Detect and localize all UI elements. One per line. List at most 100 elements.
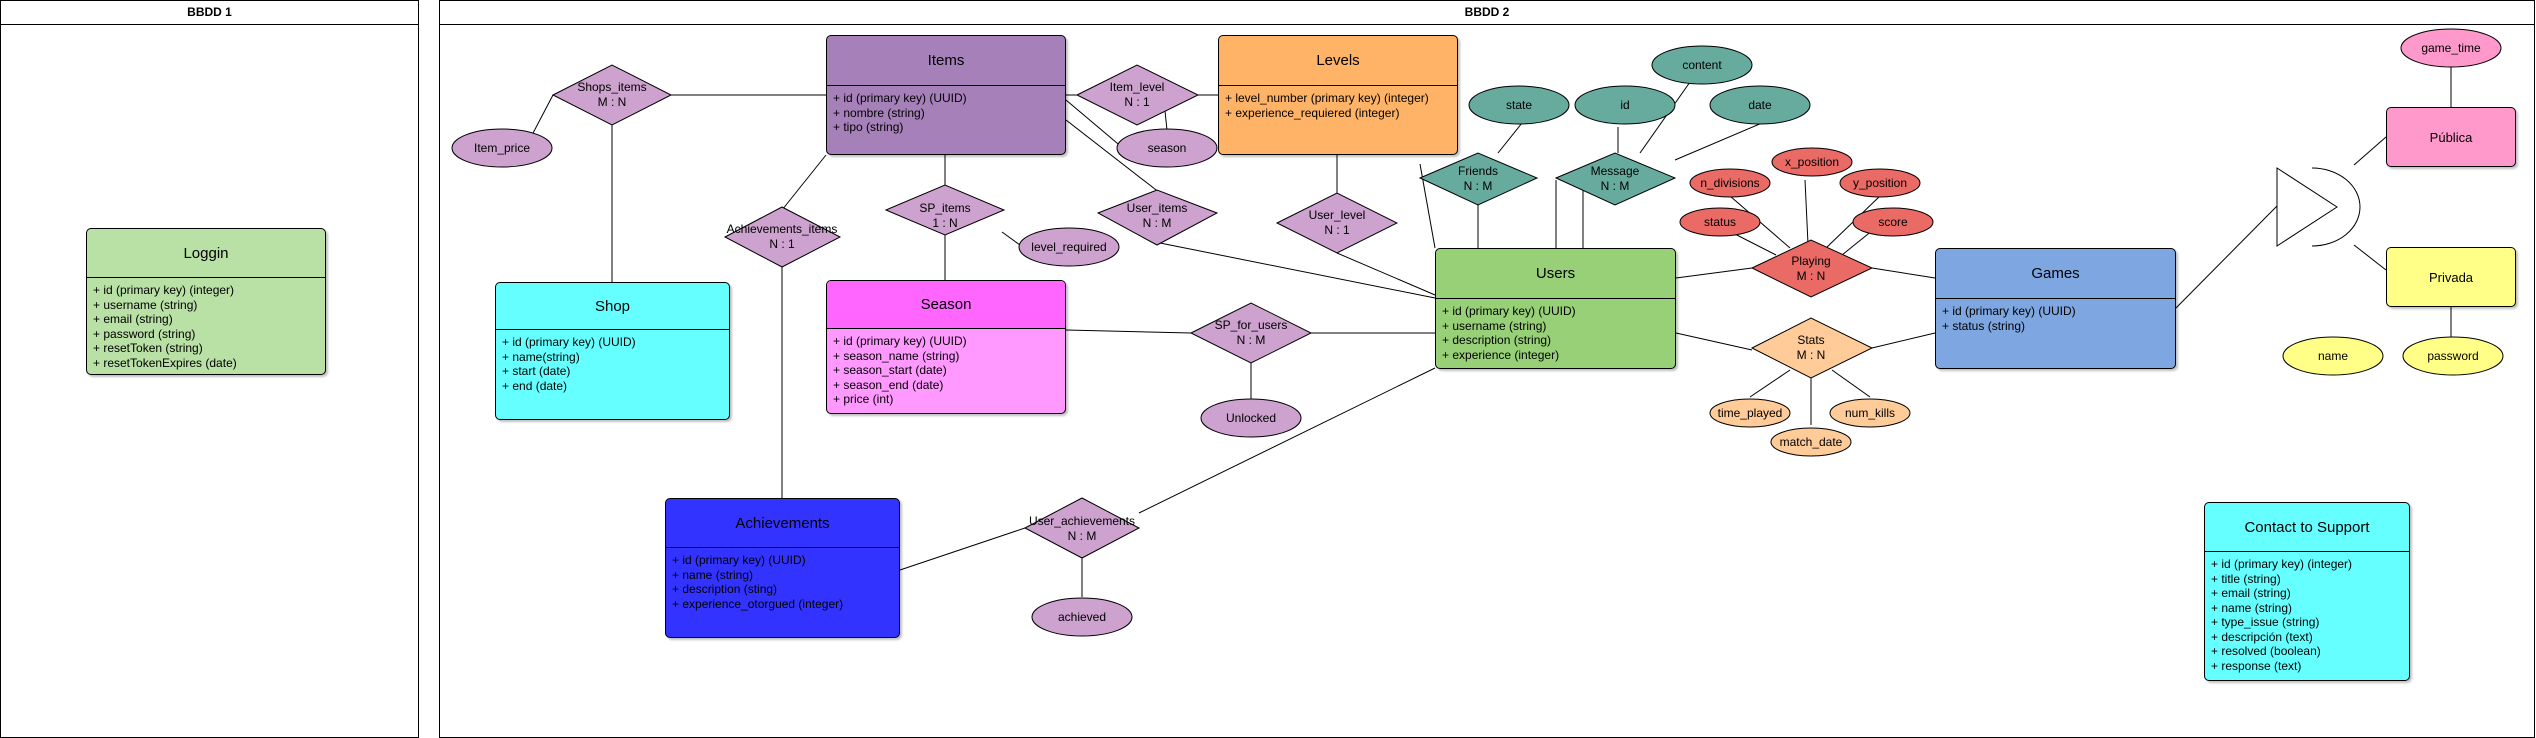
attribute-y-position[interactable]: y_position	[1839, 168, 1921, 198]
svg-text:Achievements_items: Achievements_items	[727, 222, 838, 236]
entity-loggin[interactable]: Loggin + id (primary key) (integer) + us…	[86, 228, 326, 375]
attribute-unlocked[interactable]: Unlocked	[1200, 398, 1302, 438]
attribute-season[interactable]: season	[1116, 128, 1218, 168]
svg-text:N : 1: N : 1	[1324, 223, 1350, 237]
svg-text:level_required: level_required	[1031, 240, 1106, 254]
svg-text:N : 1: N : 1	[769, 237, 795, 251]
entity-title: Contact to Support	[2205, 503, 2409, 552]
entity-fields: + id (primary key) (integer) + username …	[87, 278, 325, 374]
svg-text:User_items: User_items	[1127, 201, 1188, 215]
field: + name(string)	[502, 349, 580, 364]
field: + resetTokenExpires (date)	[93, 355, 237, 370]
svg-text:Friends: Friends	[1458, 164, 1498, 178]
field: + id (primary key) (UUID)	[1942, 304, 2076, 318]
entity-achievements[interactable]: Achievements + id (primary key) (UUID) +…	[665, 498, 900, 638]
relationship-sp-for-users[interactable]: SP_for_users N : M	[1189, 302, 1313, 364]
entity-title: Shop	[496, 283, 729, 330]
entity-fields: + id (primary key) (UUID) + status (stri…	[1936, 299, 2175, 338]
field: + status (string)	[1942, 318, 2026, 333]
entity-title: Loggin	[87, 229, 325, 278]
entity-users[interactable]: Users + id (primary key) (UUID) + userna…	[1435, 248, 1676, 369]
entity-title: Privada	[2428, 269, 2474, 285]
relationship-user-level[interactable]: User_level N : 1	[1275, 192, 1399, 254]
attribute-message-id[interactable]: id	[1574, 85, 1676, 125]
svg-text:password: password	[2427, 349, 2478, 363]
attribute-name[interactable]: name	[2282, 336, 2384, 376]
svg-text:M : N: M : N	[1797, 348, 1826, 362]
entity-title: Users	[1436, 249, 1675, 299]
relationship-achievements-items[interactable]: Achievements_items N : 1	[723, 206, 842, 268]
svg-text:Stats: Stats	[1797, 333, 1824, 347]
field: + season_start (date)	[833, 363, 947, 377]
relationship-message[interactable]: Message N : M	[1554, 152, 1677, 206]
field: + email (string)	[93, 312, 173, 326]
svg-text:N : M: N : M	[1464, 179, 1493, 193]
relationship-item-level[interactable]: Item_level N : 1	[1075, 64, 1200, 126]
field: + name (string)	[2211, 600, 2293, 615]
attribute-level-required[interactable]: level_required	[1018, 227, 1120, 267]
svg-text:num_kills: num_kills	[1845, 406, 1895, 420]
field: + id (primary key) (integer)	[93, 283, 235, 297]
svg-text:Shops_items: Shops_items	[577, 80, 646, 94]
attribute-state[interactable]: state	[1468, 85, 1570, 125]
field: + price (int)	[833, 392, 894, 406]
svg-text:M : N: M : N	[598, 95, 627, 109]
relationship-friends[interactable]: Friends N : M	[1418, 152, 1539, 206]
attribute-game-time[interactable]: game_time	[2400, 28, 2502, 68]
entity-games[interactable]: Games + id (primary key) (UUID) + status…	[1935, 248, 2176, 369]
attribute-x-position[interactable]: x_position	[1771, 147, 1853, 177]
relationship-user-achievements[interactable]: User_achievements N : M	[1023, 497, 1141, 559]
svg-text:season: season	[1148, 141, 1187, 155]
pool-title: BBDD 1	[1, 1, 418, 25]
relationship-sp-items[interactable]: SP_items 1 : N	[884, 184, 1006, 236]
attribute-score[interactable]: score	[1852, 207, 1934, 237]
field: + username (string)	[1442, 318, 1547, 333]
field: + resolved (boolean)	[2211, 644, 2321, 658]
attribute-date[interactable]: date	[1709, 85, 1811, 125]
field: + title (string)	[2211, 571, 2281, 586]
svg-text:Message: Message	[1591, 164, 1640, 178]
attribute-password[interactable]: password	[2402, 336, 2504, 376]
svg-text:N : M: N : M	[1601, 179, 1630, 193]
field: + name (string)	[672, 567, 754, 582]
entity-privada[interactable]: Privada	[2386, 247, 2516, 307]
attribute-time-played[interactable]: time_played	[1709, 398, 1791, 428]
field: + id (primary key) (UUID)	[672, 553, 806, 567]
attribute-content[interactable]: content	[1651, 45, 1753, 85]
attribute-status[interactable]: status	[1679, 207, 1761, 237]
svg-text:status: status	[1704, 215, 1736, 229]
relationship-user-items[interactable]: User_items N : M	[1096, 189, 1219, 246]
svg-text:match_date: match_date	[1780, 435, 1843, 449]
svg-text:M : N: M : N	[1797, 269, 1826, 283]
svg-text:Playing: Playing	[1791, 254, 1830, 268]
svg-text:state: state	[1506, 98, 1532, 112]
entity-contact-to-support[interactable]: Contact to Support + id (primary key) (i…	[2204, 502, 2410, 681]
entity-season[interactable]: Season + id (primary key) (UUID) + seaso…	[826, 280, 1066, 414]
entity-publica[interactable]: Pública	[2386, 107, 2516, 167]
entity-title: Games	[1936, 249, 2175, 299]
attribute-match-date[interactable]: match_date	[1770, 427, 1852, 457]
field: + password (string)	[93, 326, 196, 341]
entity-levels[interactable]: Levels + level_number (primary key) (int…	[1218, 35, 1458, 155]
pool-title: BBDD 2	[440, 1, 2534, 25]
svg-text:SP_items: SP_items	[919, 201, 970, 215]
svg-text:game_time: game_time	[2421, 41, 2481, 55]
attribute-num-kills[interactable]: num_kills	[1829, 398, 1911, 428]
field: + username (string)	[93, 297, 198, 312]
entity-shop[interactable]: Shop + id (primary key) (UUID) + name(st…	[495, 282, 730, 420]
svg-text:y_position: y_position	[1853, 176, 1907, 190]
svg-text:Item_level: Item_level	[1110, 80, 1165, 94]
relationship-shops-items[interactable]: Shops_items M : N	[551, 64, 673, 126]
svg-text:N : M: N : M	[1068, 529, 1097, 543]
field: + id (primary key) (integer)	[2211, 557, 2353, 571]
field: + description (sting)	[672, 582, 778, 596]
entity-items[interactable]: Items + id (primary key) (UUID) + nombre…	[826, 35, 1066, 155]
relationship-stats[interactable]: Stats M : N	[1750, 317, 1874, 379]
attribute-achieved[interactable]: achieved	[1031, 597, 1133, 637]
svg-text:N : M: N : M	[1143, 216, 1172, 230]
entity-fields: + id (primary key) (UUID) + username (st…	[1436, 299, 1675, 367]
relationship-playing[interactable]: Playing M : N	[1750, 239, 1874, 298]
attribute-n-divisions[interactable]: n_divisions	[1689, 168, 1771, 198]
attribute-item-price[interactable]: Item_price	[451, 128, 553, 168]
entity-fields: + level_number (primary key) (integer) +…	[1219, 86, 1457, 125]
